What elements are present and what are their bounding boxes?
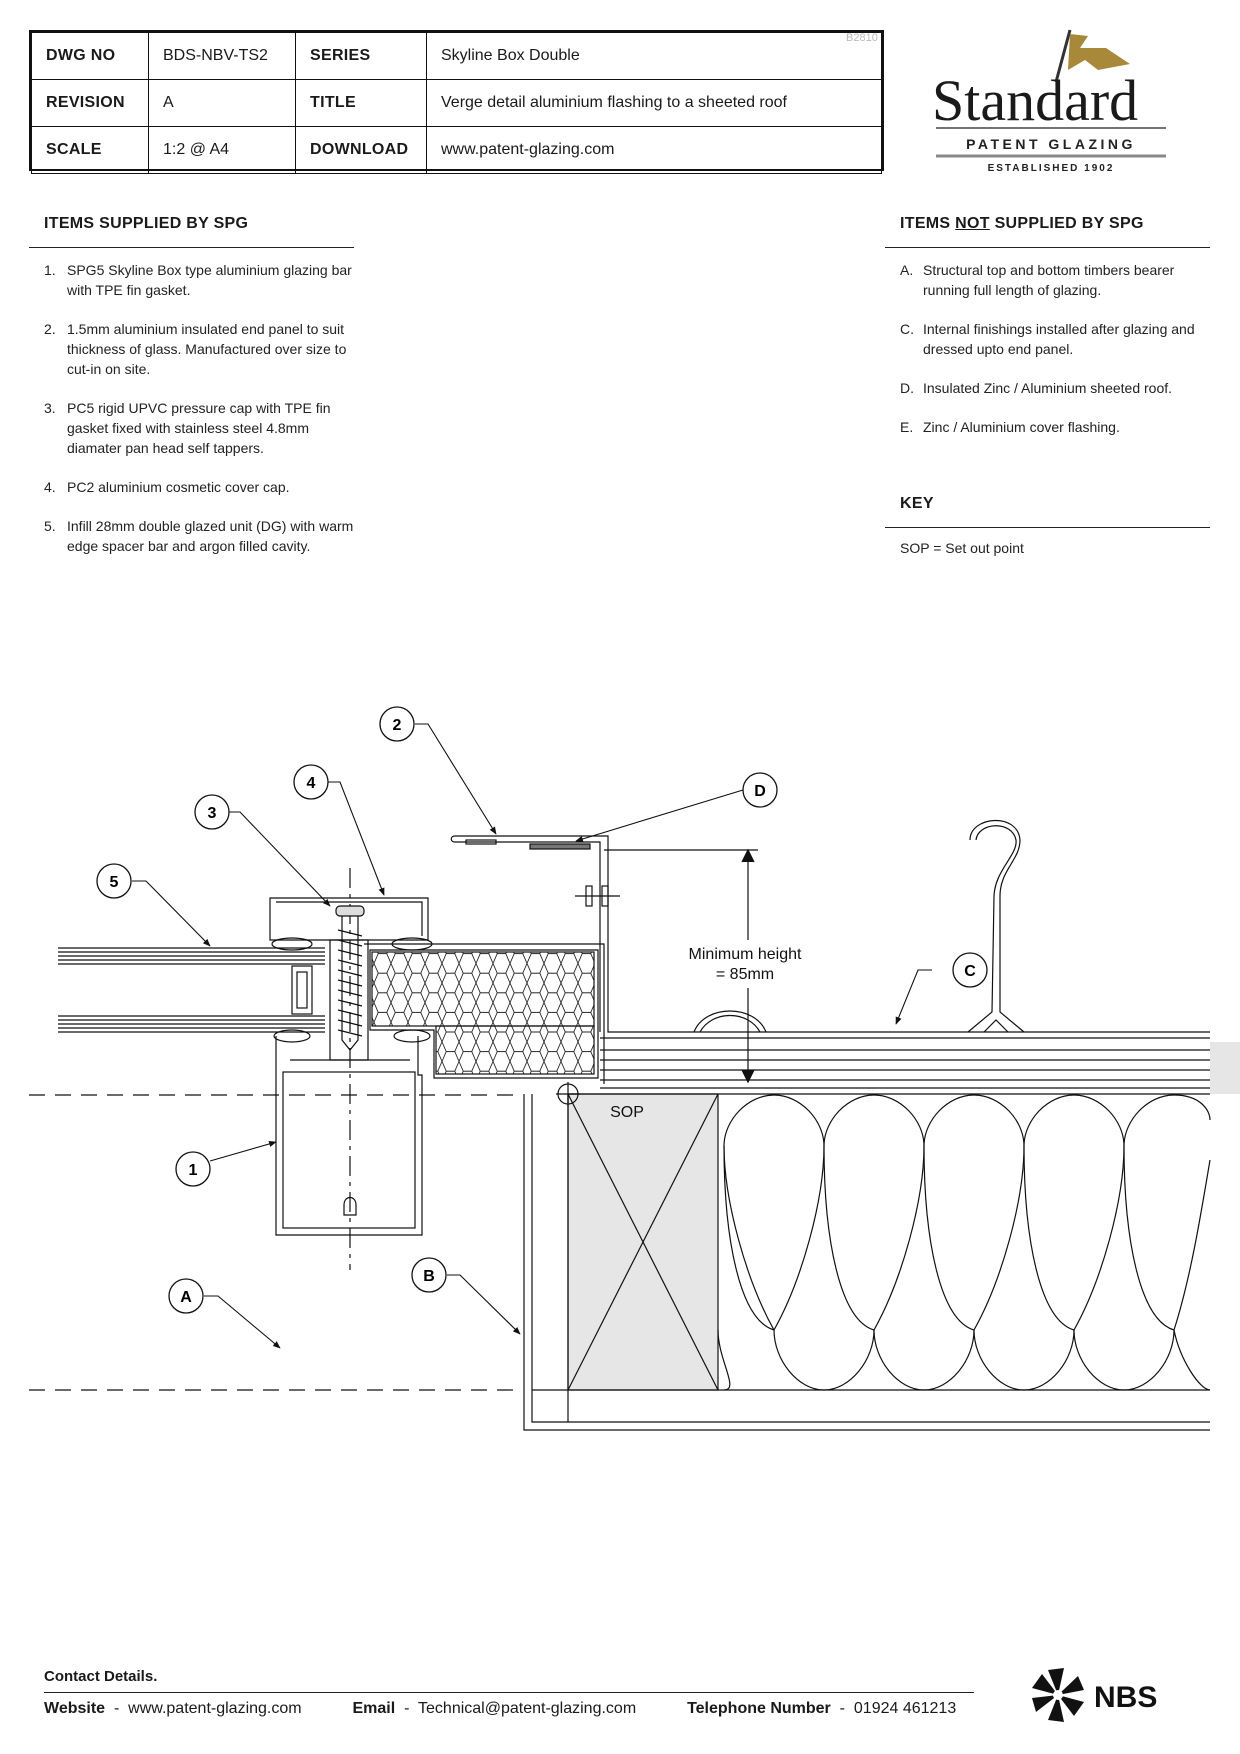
website-link[interactable]: www.patent-glazing.com — [128, 1700, 302, 1717]
title-value: Verge detail aluminium flashing to a she… — [426, 79, 882, 127]
title-row-dwg: DWG NO BDS-NBV-TS2 SERIES Skyline Box Do… — [31, 32, 882, 80]
insulated-end-panel — [364, 943, 605, 1084]
contact-heading: Contact Details. — [44, 1668, 158, 1685]
scale-value: 1:2 @ A4 — [148, 126, 296, 174]
svg-text:5: 5 — [110, 874, 119, 891]
callout-d: D — [742, 772, 778, 808]
callout-c: C — [952, 952, 988, 988]
svg-text:C: C — [964, 963, 976, 980]
phone-value[interactable]: 01924 461213 — [853, 1700, 957, 1717]
key-heading: KEY — [900, 495, 934, 512]
supplied-list: 1.SPG5 Skyline Box type aluminium glazin… — [44, 260, 354, 575]
svg-text:D: D — [754, 783, 766, 800]
download-label: DOWNLOAD — [295, 126, 427, 174]
not-supplied-item: E.Zinc / Aluminium cover flashing. — [900, 419, 1120, 435]
svg-text:3: 3 — [208, 805, 217, 822]
not-supplied-item: A.Structural top and bottom timbers bear… — [900, 262, 1175, 298]
dwg-no-label: DWG NO — [31, 32, 149, 80]
download-value[interactable]: www.patent-glazing.com — [426, 126, 882, 174]
contact-line: Website - www.patent-glazing.com Email -… — [44, 1700, 957, 1717]
nbs-logo: NBS — [1032, 1668, 1157, 1722]
logo-established: ESTABLISHED 1902 — [988, 163, 1115, 174]
sop-label: SOP — [610, 1104, 644, 1121]
series-value: Skyline Box Double — [426, 32, 882, 80]
title-label: TITLE — [295, 79, 427, 127]
revision-label: REVISION — [31, 79, 149, 127]
svg-text:B: B — [423, 1268, 435, 1285]
not-supplied-list: A.Structural top and bottom timbers bear… — [900, 260, 1200, 456]
not-supplied-item: D.Insulated Zinc / Aluminium sheeted roo… — [900, 380, 1173, 396]
logo-name: Standard — [932, 68, 1138, 133]
key-rule — [885, 527, 1210, 528]
reference-code: B2810 — [846, 32, 878, 44]
supplied-item: 2.1.5mm aluminium insulated end panel to… — [44, 321, 347, 377]
flag-icon — [1054, 29, 1130, 83]
title-block: DWG NO BDS-NBV-TS2 SERIES Skyline Box Do… — [29, 30, 884, 174]
title-table: DWG NO BDS-NBV-TS2 SERIES Skyline Box Do… — [31, 32, 882, 174]
cover-flashing — [450, 835, 1210, 1033]
not-supplied-item: C.Internal finishings installed after gl… — [900, 321, 1195, 357]
standard-patent-glazing-logo: Standard PATENT GLAZING ESTABLISHED 1902 — [932, 29, 1166, 174]
phone-label: Telephone Number — [687, 1700, 831, 1717]
callout-b: B — [411, 1257, 447, 1293]
supplied-item: 5.Infill 28mm double glazed unit (DG) wi… — [44, 518, 354, 554]
email-link[interactable]: Technical@patent-glazing.com — [418, 1700, 637, 1717]
email-label: Email — [352, 1700, 396, 1717]
svg-text:4: 4 — [307, 775, 316, 792]
not-supplied-heading: ITEMS NOT SUPPLIED BY SPG — [900, 215, 1144, 232]
nbs-text: NBS — [1094, 1681, 1157, 1714]
callout-5: 5 — [96, 863, 132, 899]
dwg-no-value: BDS-NBV-TS2 — [148, 32, 296, 80]
timber-bearer — [523, 1093, 1210, 1431]
contact-rule — [44, 1692, 974, 1693]
series-label: SERIES — [295, 32, 427, 80]
revision-value: A — [148, 79, 296, 127]
callout-3: 3 — [194, 794, 230, 830]
title-row-revision: REVISION A TITLE Verge detail aluminium … — [31, 79, 882, 127]
callout-a: A — [168, 1278, 204, 1314]
sheeted-roof — [600, 819, 1210, 1089]
svg-text:1: 1 — [189, 1162, 198, 1179]
title-row-scale: SCALE 1:2 @ A4 DOWNLOAD www.patent-glazi… — [31, 126, 882, 174]
svg-text:A: A — [180, 1289, 192, 1306]
double-glazed-unit — [58, 947, 325, 1033]
not-supplied-rule — [885, 247, 1210, 248]
supplied-item: 3.PC5 rigid UPVC pressure cap with TPE f… — [44, 400, 331, 456]
svg-text:2: 2 — [393, 717, 402, 734]
supplied-item: 4.PC2 aluminium cosmetic cover cap. — [44, 479, 290, 495]
callout-2: 2 — [379, 706, 415, 742]
key-text: SOP = Set out point — [900, 540, 1024, 556]
nbs-flower-icon — [1032, 1668, 1084, 1722]
supplied-rule — [29, 247, 354, 248]
dimension-label-line2: = 85mm — [716, 966, 774, 983]
callout-1: 1 — [175, 1151, 211, 1187]
verge-detail-drawing: 5 3 4 2 D C 1 B A Minimum height = 85mm … — [29, 706, 1240, 1431]
supplied-item: 1.SPG5 Skyline Box type aluminium glazin… — [44, 262, 352, 298]
logo-tagline: PATENT GLAZING — [966, 136, 1136, 152]
website-label: Website — [44, 1700, 106, 1717]
callout-4: 4 — [293, 764, 329, 800]
roof-insulation — [717, 1094, 1211, 1391]
supplied-heading: ITEMS SUPPLIED BY SPG — [44, 215, 249, 232]
scale-label: SCALE — [31, 126, 149, 174]
dimension-label-line1: Minimum height — [689, 946, 802, 963]
